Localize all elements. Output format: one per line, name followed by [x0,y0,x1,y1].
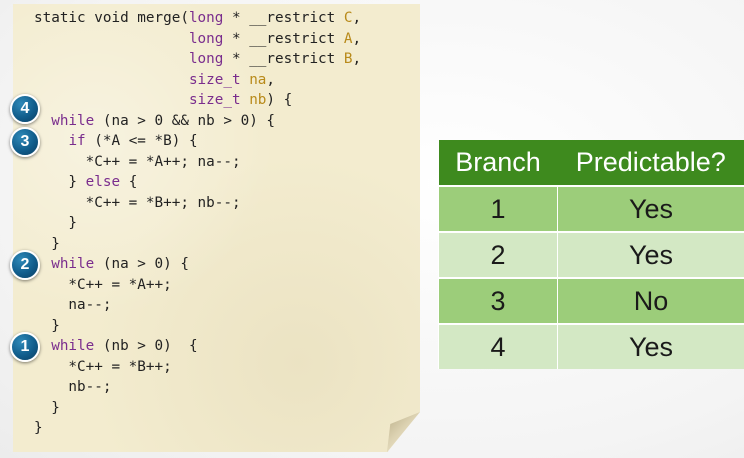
cell-branch: 4 [438,323,558,369]
code-line: static void merge(long * __restrict C, [34,10,362,26]
cell-predictable: Yes [557,231,744,278]
branch-predictability-table: Branch Predictable? 1 Yes 2 Yes 3 No 4 Y… [438,140,744,369]
code-line: while (nb > 0) { [51,338,198,354]
header-branch: Branch [438,140,558,186]
code-listing: static void merge(long * __restrict C, l… [34,10,362,436]
table-row: 4 Yes [438,323,744,369]
code-line: } [34,318,60,334]
code-line: } [34,400,60,416]
table-row: 1 Yes [438,185,744,232]
branch-badge-4: 4 [10,94,40,124]
table-row: 2 Yes [438,231,744,278]
cell-branch: 2 [438,231,558,278]
cell-branch: 1 [438,185,558,232]
code-line: *C++ = *B++; nb--; [34,195,241,211]
code-line: size_t na, [188,72,276,88]
code-line: if (*A <= *B) { [68,133,198,149]
code-line: size_t nb) { [188,92,293,108]
code-line: } else { [34,174,138,190]
code-line: long * __restrict B, [188,51,362,67]
code-line: *C++ = *B++; [34,359,172,375]
cell-predictable: No [557,277,744,324]
table-row: 3 No [438,277,744,324]
code-line: while (na > 0 && nb > 0) { [51,113,276,129]
cell-predictable: Yes [557,185,744,232]
code-paper [13,4,420,452]
code-line: long * __restrict A, [188,31,362,47]
code-line: *C++ = *A++; [34,277,172,293]
code-line: *C++ = *A++; na--; [34,154,241,170]
code-line: na--; [34,297,112,313]
code-line: nb--; [34,379,112,395]
cell-branch: 3 [438,277,558,324]
code-line: while (na > 0) { [51,256,189,272]
table-header-row: Branch Predictable? [438,140,744,186]
code-line: } [34,420,43,436]
code-line: } [34,215,78,231]
branch-badge-2: 2 [10,250,40,280]
branch-badge-3: 3 [10,127,40,157]
branch-badge-1: 1 [10,332,40,362]
cell-predictable: Yes [557,323,744,369]
code-line: } [34,236,60,252]
header-predictable: Predictable? [557,140,744,186]
